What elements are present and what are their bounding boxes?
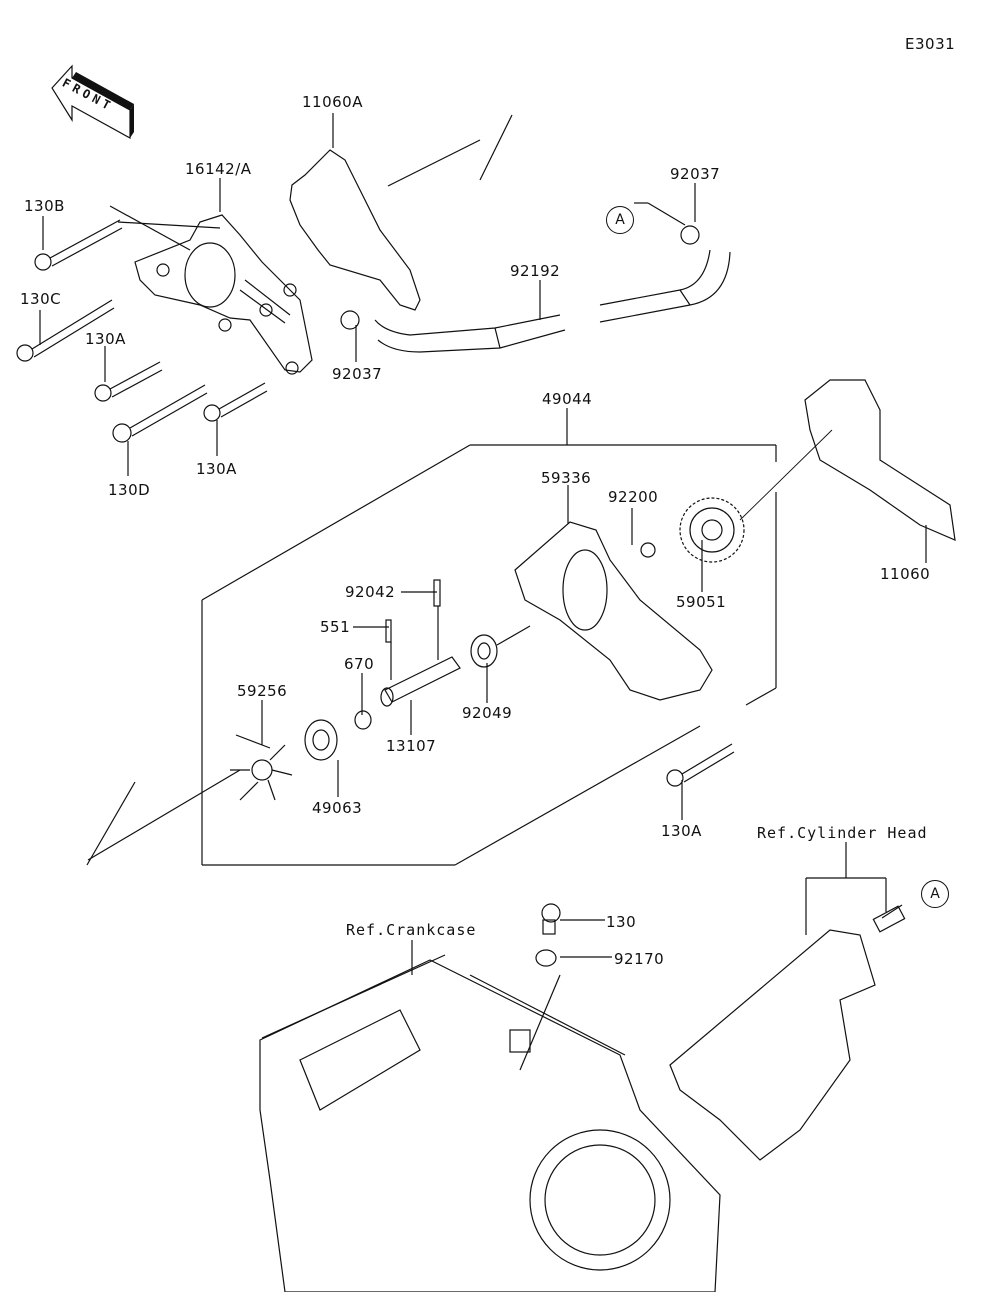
gasket-11060 <box>804 379 956 541</box>
ref-crankcase-label: Ref.Crankcase <box>346 921 477 939</box>
part-label-92192[interactable]: 92192 <box>510 262 561 280</box>
part-label-130a-3[interactable]: 130A <box>661 822 702 840</box>
part-label-130a-1[interactable]: 130A <box>85 330 126 348</box>
part-label-130a-2[interactable]: 130A <box>196 460 237 478</box>
part-label-130c[interactable]: 130C <box>20 290 62 308</box>
pump-body-59336 <box>514 521 713 701</box>
gear-59051 <box>679 497 745 563</box>
bolts <box>16 219 268 443</box>
part-label-130[interactable]: 130 <box>606 913 637 931</box>
bolt-130a-lower <box>666 743 735 787</box>
part-label-551[interactable]: 551 <box>320 618 351 636</box>
fitting <box>872 905 906 933</box>
part-label-92042[interactable]: 92042 <box>345 583 396 601</box>
callout-a-lower: A <box>921 880 949 908</box>
part-label-49044[interactable]: 49044 <box>542 390 593 408</box>
part-label-92200[interactable]: 92200 <box>608 488 659 506</box>
part-label-11060[interactable]: 11060 <box>880 565 931 583</box>
part-label-13107[interactable]: 13107 <box>386 737 437 755</box>
hose-clamp <box>340 225 700 330</box>
part-label-59051[interactable]: 59051 <box>676 593 727 611</box>
part-label-92049[interactable]: 92049 <box>462 704 513 722</box>
gasket-11060a <box>289 149 421 311</box>
cylinder-head <box>669 929 876 1161</box>
washer-92200 <box>640 542 656 558</box>
part-label-92037-upper[interactable]: 92037 <box>670 165 721 183</box>
shaft-parts <box>87 579 531 861</box>
assembly-49044-frame <box>86 444 777 866</box>
part-label-92037-lower[interactable]: 92037 <box>332 365 383 383</box>
callout-a-upper: A <box>606 206 634 234</box>
part-label-11060a[interactable]: 11060A <box>302 93 363 111</box>
drain-bolt <box>519 903 561 1071</box>
front-arrow-icon <box>51 64 134 140</box>
impeller-59256 <box>230 734 293 801</box>
part-label-49063[interactable]: 49063 <box>312 799 363 817</box>
coolant-hose <box>374 249 731 353</box>
part-label-59336[interactable]: 59336 <box>541 469 592 487</box>
part-label-130d[interactable]: 130D <box>108 481 151 499</box>
water-pump-cover <box>134 214 313 375</box>
part-label-16142a[interactable]: 16142/A <box>185 160 252 178</box>
leader-lines <box>39 113 927 975</box>
part-label-670[interactable]: 670 <box>344 655 375 673</box>
ref-cylinder-head-label: Ref.Cylinder Head <box>757 824 928 842</box>
part-label-130b[interactable]: 130B <box>24 197 65 215</box>
diagram-code: E3031 <box>905 35 956 53</box>
crankcase <box>259 954 721 1292</box>
part-label-59256[interactable]: 59256 <box>237 682 288 700</box>
part-label-92170[interactable]: 92170 <box>614 950 665 968</box>
